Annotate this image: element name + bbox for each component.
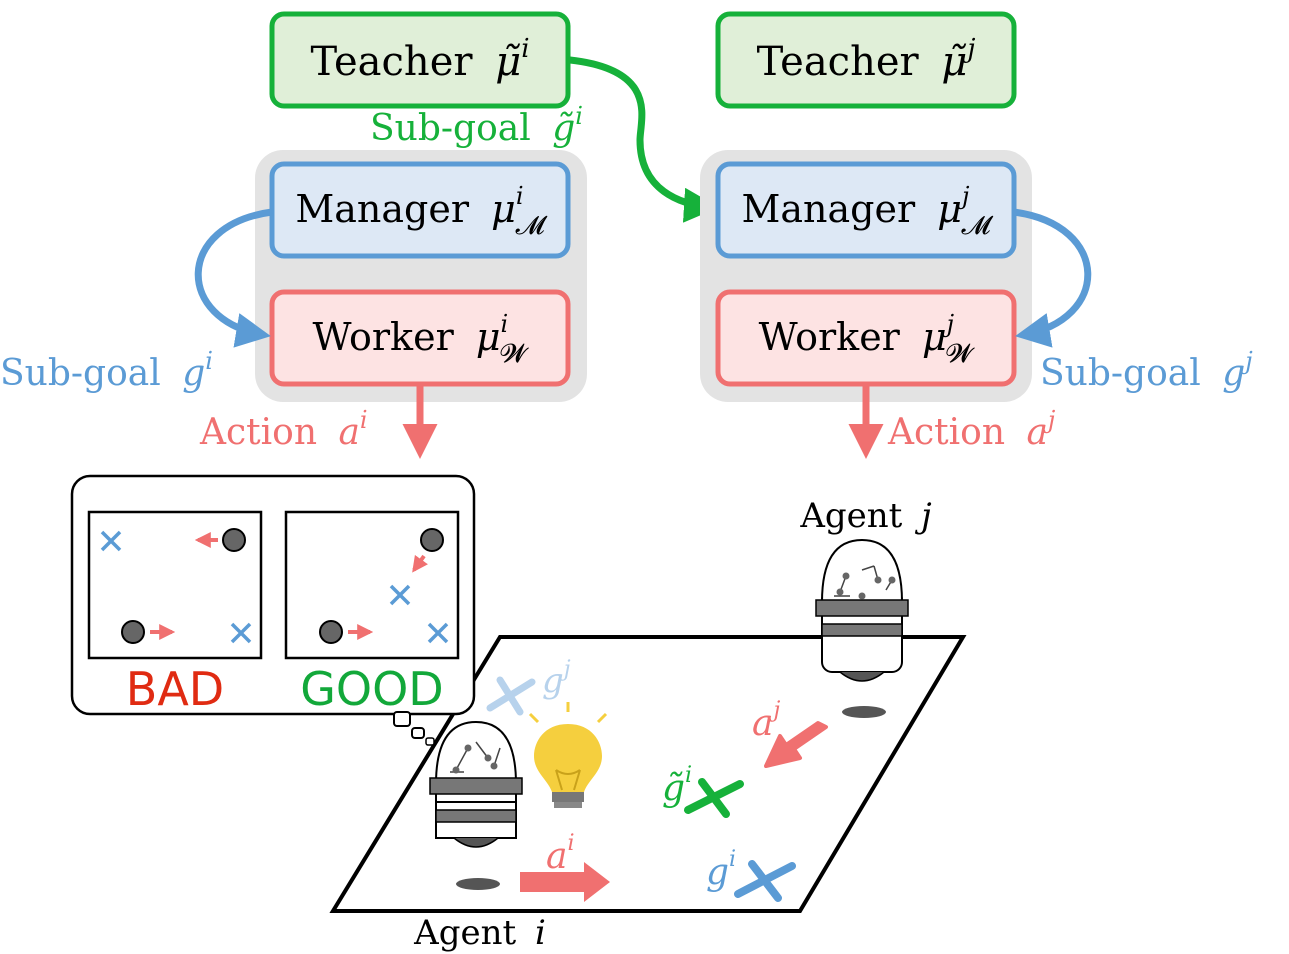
bad-example-panel: BAD: [87, 510, 263, 716]
svg-text:Manager μj𝓜: Manager μj𝓜: [741, 182, 993, 241]
agent-j-manager-sub: 𝓜: [961, 211, 993, 241]
goal-cross-icon: [486, 676, 536, 716]
thought-bubble: BAD GOOD: [70, 474, 476, 746]
floor-teacher-subgoal-label: g̃i: [662, 763, 692, 809]
agent-i-teacher-box: Teacher μ̃i: [269, 11, 571, 109]
goal-cross-icon: [389, 584, 411, 606]
agent-i-teacher-sup: i: [521, 34, 529, 64]
agent-i-teacher-word: Teacher: [310, 39, 473, 85]
floor-subgoal-i-label: gi: [706, 847, 736, 893]
good-label: GOOD: [300, 662, 443, 716]
agent-j-subgoal-label: Sub-goal gj: [1040, 347, 1253, 394]
agent-j-teacher-word: Teacher: [757, 39, 920, 85]
svg-text:Worker μi𝓦: Worker μi𝓦: [313, 310, 530, 369]
goal-cross-icon: [100, 530, 122, 552]
svg-text:Worker μj𝓦: Worker μj𝓦: [759, 310, 975, 369]
agent-j-worker-word: Worker: [759, 315, 901, 359]
agent-i-subgoal-arrow: [194, 208, 273, 348]
floor-action-j-arrow: [764, 721, 828, 768]
floor-action-i-label: ai: [546, 831, 575, 877]
faint-subgoal-j-label: gj: [542, 657, 571, 701]
svg-text:Manager μi𝓜: Manager μi𝓜: [295, 182, 547, 241]
floor-action-i-arrow: [520, 862, 610, 902]
agent-j-action-label: Action aj: [887, 406, 1056, 453]
good-example-panel: GOOD: [284, 510, 460, 716]
agent-dot: [319, 620, 343, 644]
agent-i-manager-word: Manager: [295, 187, 470, 231]
agent-i-teacher-symbol: μ̃: [495, 39, 521, 85]
agent-dot: [222, 528, 246, 552]
goal-cross-icon: [230, 622, 252, 644]
agent-i-worker-sup: i: [501, 310, 509, 338]
goal-cross-icon: [734, 860, 796, 902]
svg-text:Teacher μ̃i: Teacher μ̃i: [310, 34, 529, 85]
agent-j-label: Agent j: [799, 496, 932, 536]
agent-i-manager-sup: i: [516, 182, 524, 210]
robot-icon: [815, 538, 909, 718]
agent-j-manager-word: Manager: [741, 187, 916, 231]
agent-i-label: Agent i: [413, 913, 546, 953]
agent-j-teacher-symbol: μ̃: [941, 39, 967, 85]
agent-j-worker-symbol: μ: [922, 315, 947, 359]
svg-text:Teacher μ̃j: Teacher μ̃j: [757, 34, 976, 85]
agent-j-worker-sub: 𝓦: [946, 339, 975, 369]
lightbulb-icon: [528, 702, 608, 808]
agent-i-worker-sub: 𝓦: [500, 339, 529, 369]
agent-i-action-label: Action ai: [199, 406, 368, 453]
agent-j-manager-symbol: μ: [937, 187, 962, 231]
bad-label: BAD: [126, 662, 224, 716]
floor-action-j-label: aj: [752, 698, 780, 744]
agent-i-manager-sub: 𝓜: [516, 211, 548, 241]
teacher-i-subgoal-label: Sub-goal g̃i: [370, 102, 583, 149]
agent-dot: [420, 528, 444, 552]
agent-i-subgoal-label: Sub-goal gi: [0, 347, 213, 394]
agent-i-worker-symbol: μ: [476, 315, 501, 359]
goal-cross-icon: [684, 778, 744, 818]
agent-j-subgoal-arrow: [1013, 208, 1092, 348]
agent-i-manager-symbol: μ: [491, 187, 516, 231]
arrow-icon: [412, 554, 428, 573]
goal-cross-icon: [427, 622, 449, 644]
robot-icon: [429, 720, 523, 890]
agent-i-worker-word: Worker: [313, 315, 455, 359]
teacher-i-to-manager-j-arrow: [569, 56, 719, 223]
agent-j-teacher-box: Teacher μ̃j: [715, 11, 1017, 109]
agent-dot: [121, 620, 145, 644]
